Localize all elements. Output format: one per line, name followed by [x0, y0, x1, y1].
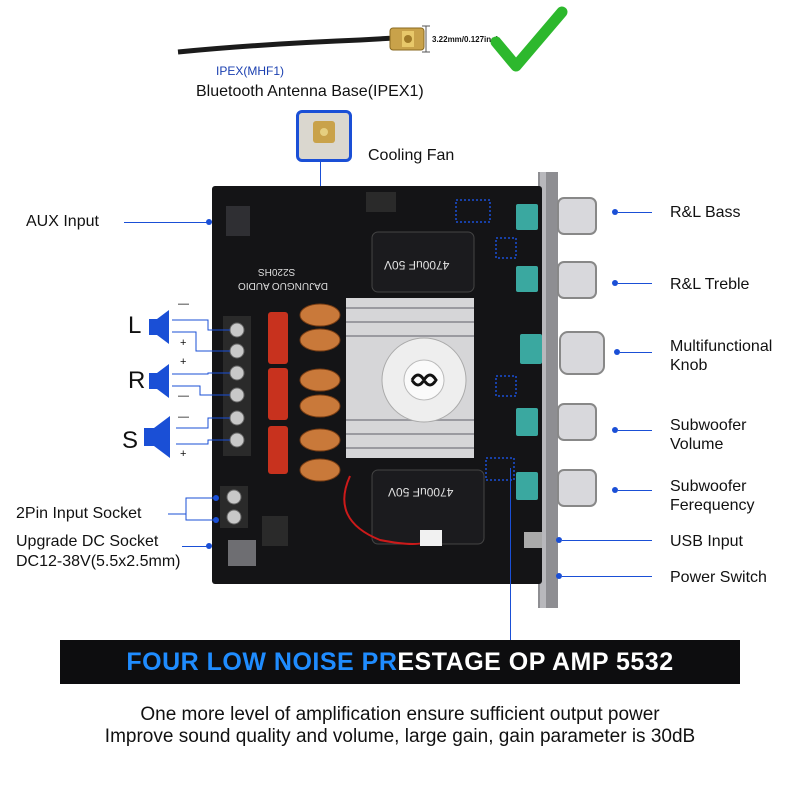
multi-knob-label-2: Knob [670, 357, 708, 374]
polarity-plus: + [180, 448, 187, 460]
bass-label: R&L Bass [670, 204, 741, 221]
tagline-1: One more level of amplification ensure s… [140, 704, 660, 725]
antenna-type-label: IPEX(MHF1) [216, 64, 285, 78]
polarity-plus: + [180, 337, 187, 349]
antenna-dimension: 3.22mm/0.127inch [432, 35, 501, 44]
board-model-text: S220HS [258, 266, 296, 277]
banner-text-blue: FOUR LOW NOISE PR [126, 647, 398, 676]
polarity-minus: — [178, 411, 189, 423]
check-icon [488, 6, 568, 76]
power-switch-label: Power Switch [670, 569, 767, 586]
channel-letter-left: L [128, 312, 142, 339]
banner-text-white: ESTAGE OP AMP 5532 [397, 647, 674, 676]
amplifier-board [212, 172, 605, 608]
tagline-2: Improve sound quality and volume, large … [104, 726, 696, 747]
sub-frequency-label-2: Ferequency [670, 497, 755, 514]
polarity-minus: — [178, 298, 189, 310]
speaker-right-icon [147, 362, 175, 400]
sub-volume-label-1: Subwoofer [670, 417, 747, 434]
sub-volume-label-2: Volume [670, 436, 724, 453]
input-socket-label: 2Pin Input Socket [16, 505, 142, 522]
input-socket-lines [0, 480, 240, 530]
antenna-base-inset [296, 110, 352, 162]
aux-input-label: AUX Input [26, 213, 99, 230]
speaker-left-icon [147, 308, 175, 346]
speaker-wires [0, 0, 240, 470]
speaker-sub-icon [142, 414, 176, 460]
capacitor-top-text: 4700uF 50V [384, 258, 450, 272]
sub-frequency-label-1: Subwoofer [670, 478, 747, 495]
capacitor-bottom-text: 4700uF 50V [388, 485, 454, 499]
dc-socket-label-2: DC12-38V(5.5x2.5mm) [16, 553, 181, 570]
usb-input-label: USB Input [670, 533, 743, 550]
polarity-minus: — [178, 390, 189, 402]
polarity-plus: + [180, 356, 187, 368]
antenna-cable [0, 0, 800, 120]
antenna-title: Bluetooth Antenna Base(IPEX1) [196, 83, 424, 100]
cooling-fan-label: Cooling Fan [368, 147, 455, 164]
channel-letter-sub: S [122, 427, 139, 454]
dc-socket-label-1: Upgrade DC Socket [16, 533, 159, 550]
multi-knob-label-1: Multifunctional [670, 338, 773, 355]
channel-letter-right: R [128, 367, 146, 394]
treble-label: R&L Treble [670, 276, 750, 293]
